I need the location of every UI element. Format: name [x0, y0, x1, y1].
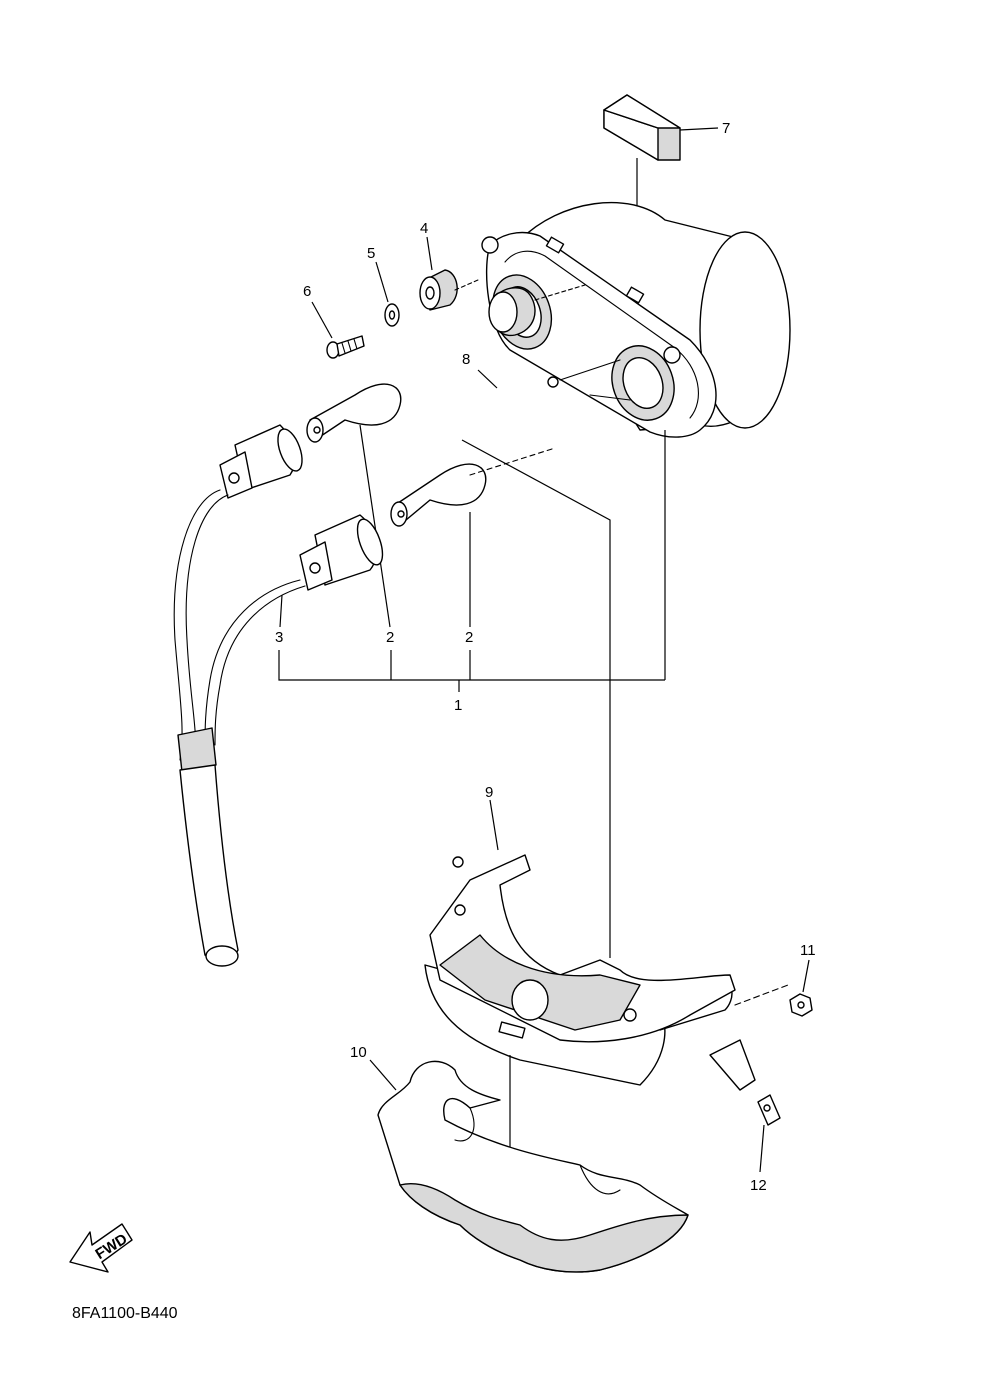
callout-4: 4 — [420, 220, 428, 237]
callout-1-bracket — [278, 439, 665, 958]
part-9-lower-case — [424, 799, 756, 1175]
part-6-screw — [311, 301, 365, 359]
callout-5: 5 — [367, 245, 375, 262]
part-1-meter-housing — [481, 201, 791, 680]
part-4-grommet — [419, 236, 479, 311]
part-8-grommet — [477, 284, 586, 389]
callout-1: 1 — [454, 697, 462, 714]
fwd-arrow: FWD — [69, 1223, 133, 1273]
diagram-code: 8FA1100-B440 — [72, 1305, 178, 1322]
callout-2-lower: 2 — [465, 629, 473, 646]
callout-7: 7 — [722, 120, 730, 137]
callout-12: 12 — [750, 1177, 767, 1194]
callout-10: 10 — [350, 1044, 367, 1061]
part-5-washer — [375, 261, 400, 327]
part-10-cover — [369, 1059, 689, 1273]
callout-2-upper: 2 — [386, 629, 394, 646]
callout-8: 8 — [462, 351, 470, 368]
part-2-bulb-upper — [306, 383, 402, 628]
part-12-clip — [757, 1094, 781, 1173]
part-3-socket-harness — [173, 424, 384, 967]
part-7-label-block — [603, 94, 719, 246]
callout-6: 6 — [303, 283, 311, 300]
part-2-bulb-lower — [390, 447, 556, 627]
part-11-nut — [734, 959, 813, 1017]
callout-9: 9 — [485, 784, 493, 801]
callout-11: 11 — [800, 942, 816, 959]
callout-3: 3 — [275, 629, 283, 646]
